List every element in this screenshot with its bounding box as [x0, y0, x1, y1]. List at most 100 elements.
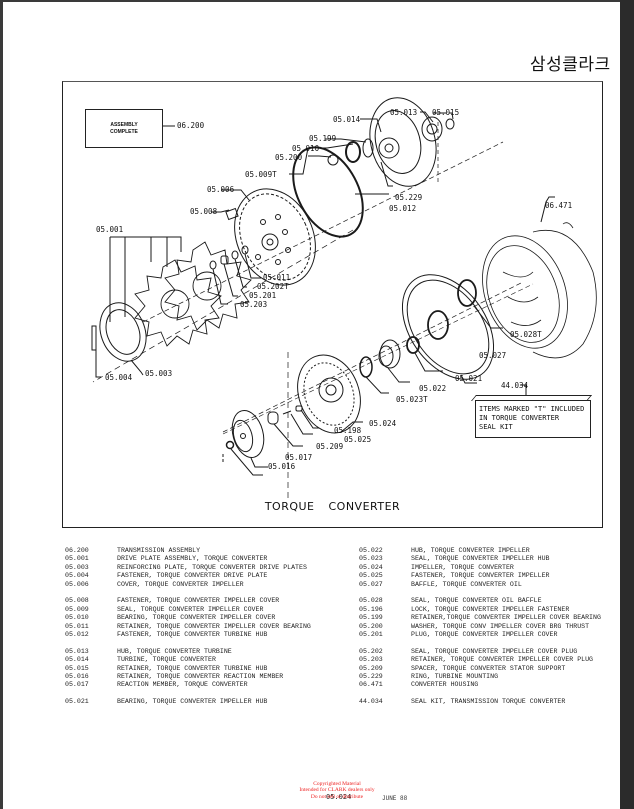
part-description: BEARING, TORQUE CONVERTER IMPELLER COVER [117, 614, 276, 622]
part-number: 05.009 [65, 605, 89, 613]
part-row: 05.014 TURBINE, TORQUE CONVERTER [65, 656, 311, 664]
part-description: HUB, TORQUE CONVERTER IMPELLER [411, 547, 530, 554]
page-number: 05.024 [326, 793, 352, 801]
fastener-pin [91, 325, 97, 351]
drive-plate-assembly [134, 241, 252, 347]
part-description: COVER, TORQUE CONVERTER IMPELLER [117, 580, 244, 588]
part-number: 05.013 [65, 647, 89, 655]
part-number: 05.028 [359, 597, 383, 605]
callout-05-202t: 05.202T [257, 282, 289, 291]
part-row: 05.203 RETAINER, TORQUE CONVERTER IMPELLE… [359, 656, 601, 664]
callout-05-201: 05.201 [249, 291, 277, 300]
part-number: 06.200 [65, 547, 89, 554]
callout-05-022: 05.022 [419, 384, 447, 393]
assembly-complete-box: ASSEMBLY COMPLETE [85, 109, 163, 148]
callout-05-015: 05.015 [432, 108, 460, 117]
part-number: 05.011 [65, 622, 89, 630]
part-description: RETAINER, TORQUE CONVERTER IMPELLER COVE… [117, 622, 311, 630]
part-number: 05.016 [65, 673, 89, 681]
callout-05-004: 05.004 [105, 373, 133, 382]
part-description: WASHER, TORQUE CONV IMPELLER COVER BRG T… [411, 622, 590, 630]
callout-05-203: 05.203 [240, 300, 268, 309]
part-number: 05.001 [65, 555, 89, 563]
callout-05-003: 05.003 [145, 369, 173, 378]
part-description: HUB, TORQUE CONVERTER TURBINE [117, 647, 232, 655]
part-number: 05.199 [359, 614, 383, 622]
part-number: 05.203 [359, 656, 383, 664]
callout-05-025: 05.025 [344, 435, 372, 444]
part-number: 05.201 [359, 631, 383, 639]
part-description: CONVERTER HOUSING [411, 681, 479, 689]
callout-44-034: 44.034 [501, 381, 529, 390]
part-number: 05.010 [65, 614, 89, 622]
callout-05-009t: 05.009T [245, 170, 277, 179]
part-description: RETAINER, TORQUE CONVERTER REACTION MEMB… [117, 673, 284, 681]
oil-baffle [401, 274, 495, 380]
axis-line [142, 141, 504, 323]
watermark-line-3: Do not sell or distribute [310, 793, 364, 800]
impeller [297, 354, 361, 434]
watermark-line-2: Intended for CLARK dealers only [299, 787, 375, 794]
part-number: 05.014 [65, 656, 89, 664]
part-description: BEARING, TORQUE CONVERTER IMPELLER HUB [117, 698, 268, 706]
part-row: 05.201 PLUG, TORQUE CONVERTER IMPELLER CO… [359, 631, 601, 639]
part-number: 05.229 [359, 673, 383, 681]
part-number: 44.034 [359, 698, 383, 706]
impeller-cover [234, 188, 316, 286]
part-description: IMPELLER, TORQUE CONVERTER [411, 563, 514, 571]
part-number: 05.027 [359, 580, 383, 588]
part-description: FASTENER, TORQUE CONVERTER DRIVE PLATE [117, 572, 268, 580]
part-number: 05.008 [65, 597, 89, 605]
part-description: RETAINER, TORQUE CONVERTER IMPELLER COVE… [411, 656, 594, 664]
part-number: 05.015 [65, 664, 89, 672]
part-row: 05.200 WASHER, TORQUE CONV IMPELLER COVER… [359, 623, 601, 631]
part-number: 05.209 [359, 664, 383, 672]
seal-ring [292, 146, 364, 238]
part-number: 06.471 [359, 681, 383, 689]
parts-list-right: 05.022 HUB, TORQUE CONVERTER IMPELLER 05.… [359, 547, 601, 707]
part-number: 05.024 [359, 563, 383, 571]
copyright-watermark: Copyrighted Material Intended for CLARK … [287, 781, 387, 800]
callout-06-200: 06.200 [177, 121, 205, 130]
callout-05-027: 05.027 [479, 351, 507, 360]
callout-05-021: 05.021 [455, 374, 483, 383]
kit-note-line-2: IN TORQUE CONVERTER [479, 414, 560, 422]
diagram-drawing [91, 97, 597, 502]
part-description: DRIVE PLATE ASSEMBLY, TORQUE CONVERTER [117, 555, 268, 563]
part-row: 05.001 DRIVE PLATE ASSEMBLY, TORQUE CONVE… [65, 555, 311, 563]
part-number: 05.012 [65, 631, 89, 639]
callout-06-471: 06.471 [545, 201, 573, 210]
callout-05-008: 05.008 [190, 207, 218, 216]
diagram-title: TORQUE CONVERTER [264, 500, 401, 513]
kit-note-line-3: SEAL KIT [479, 423, 513, 431]
seal-kit-note: ITEMS MARKED "T" INCLUDED IN TORQUE CONV… [475, 400, 591, 438]
part-description: TURBINE, TORQUE CONVERTER [117, 656, 216, 664]
part-number: 05.196 [359, 605, 383, 613]
part-number: 05.022 [359, 547, 383, 554]
part-description: LOCK, TORQUE CONVERTER IMPELLER FASTENER [411, 605, 570, 613]
part-number: 05.023 [359, 555, 383, 563]
assembly-box-line-2: COMPLETE [110, 128, 138, 135]
callout-05-013: 05.013 [390, 108, 418, 117]
part-row: 05.022 HUB, TORQUE CONVERTER IMPELLER [359, 547, 601, 555]
brand-label: 삼성클라크 [530, 55, 611, 75]
part-number: 05.202 [359, 647, 383, 655]
part-number: 05.200 [359, 622, 383, 630]
turbine [369, 97, 437, 187]
part-description: PLUG, TORQUE CONVERTER IMPELLER COVER [411, 631, 558, 639]
